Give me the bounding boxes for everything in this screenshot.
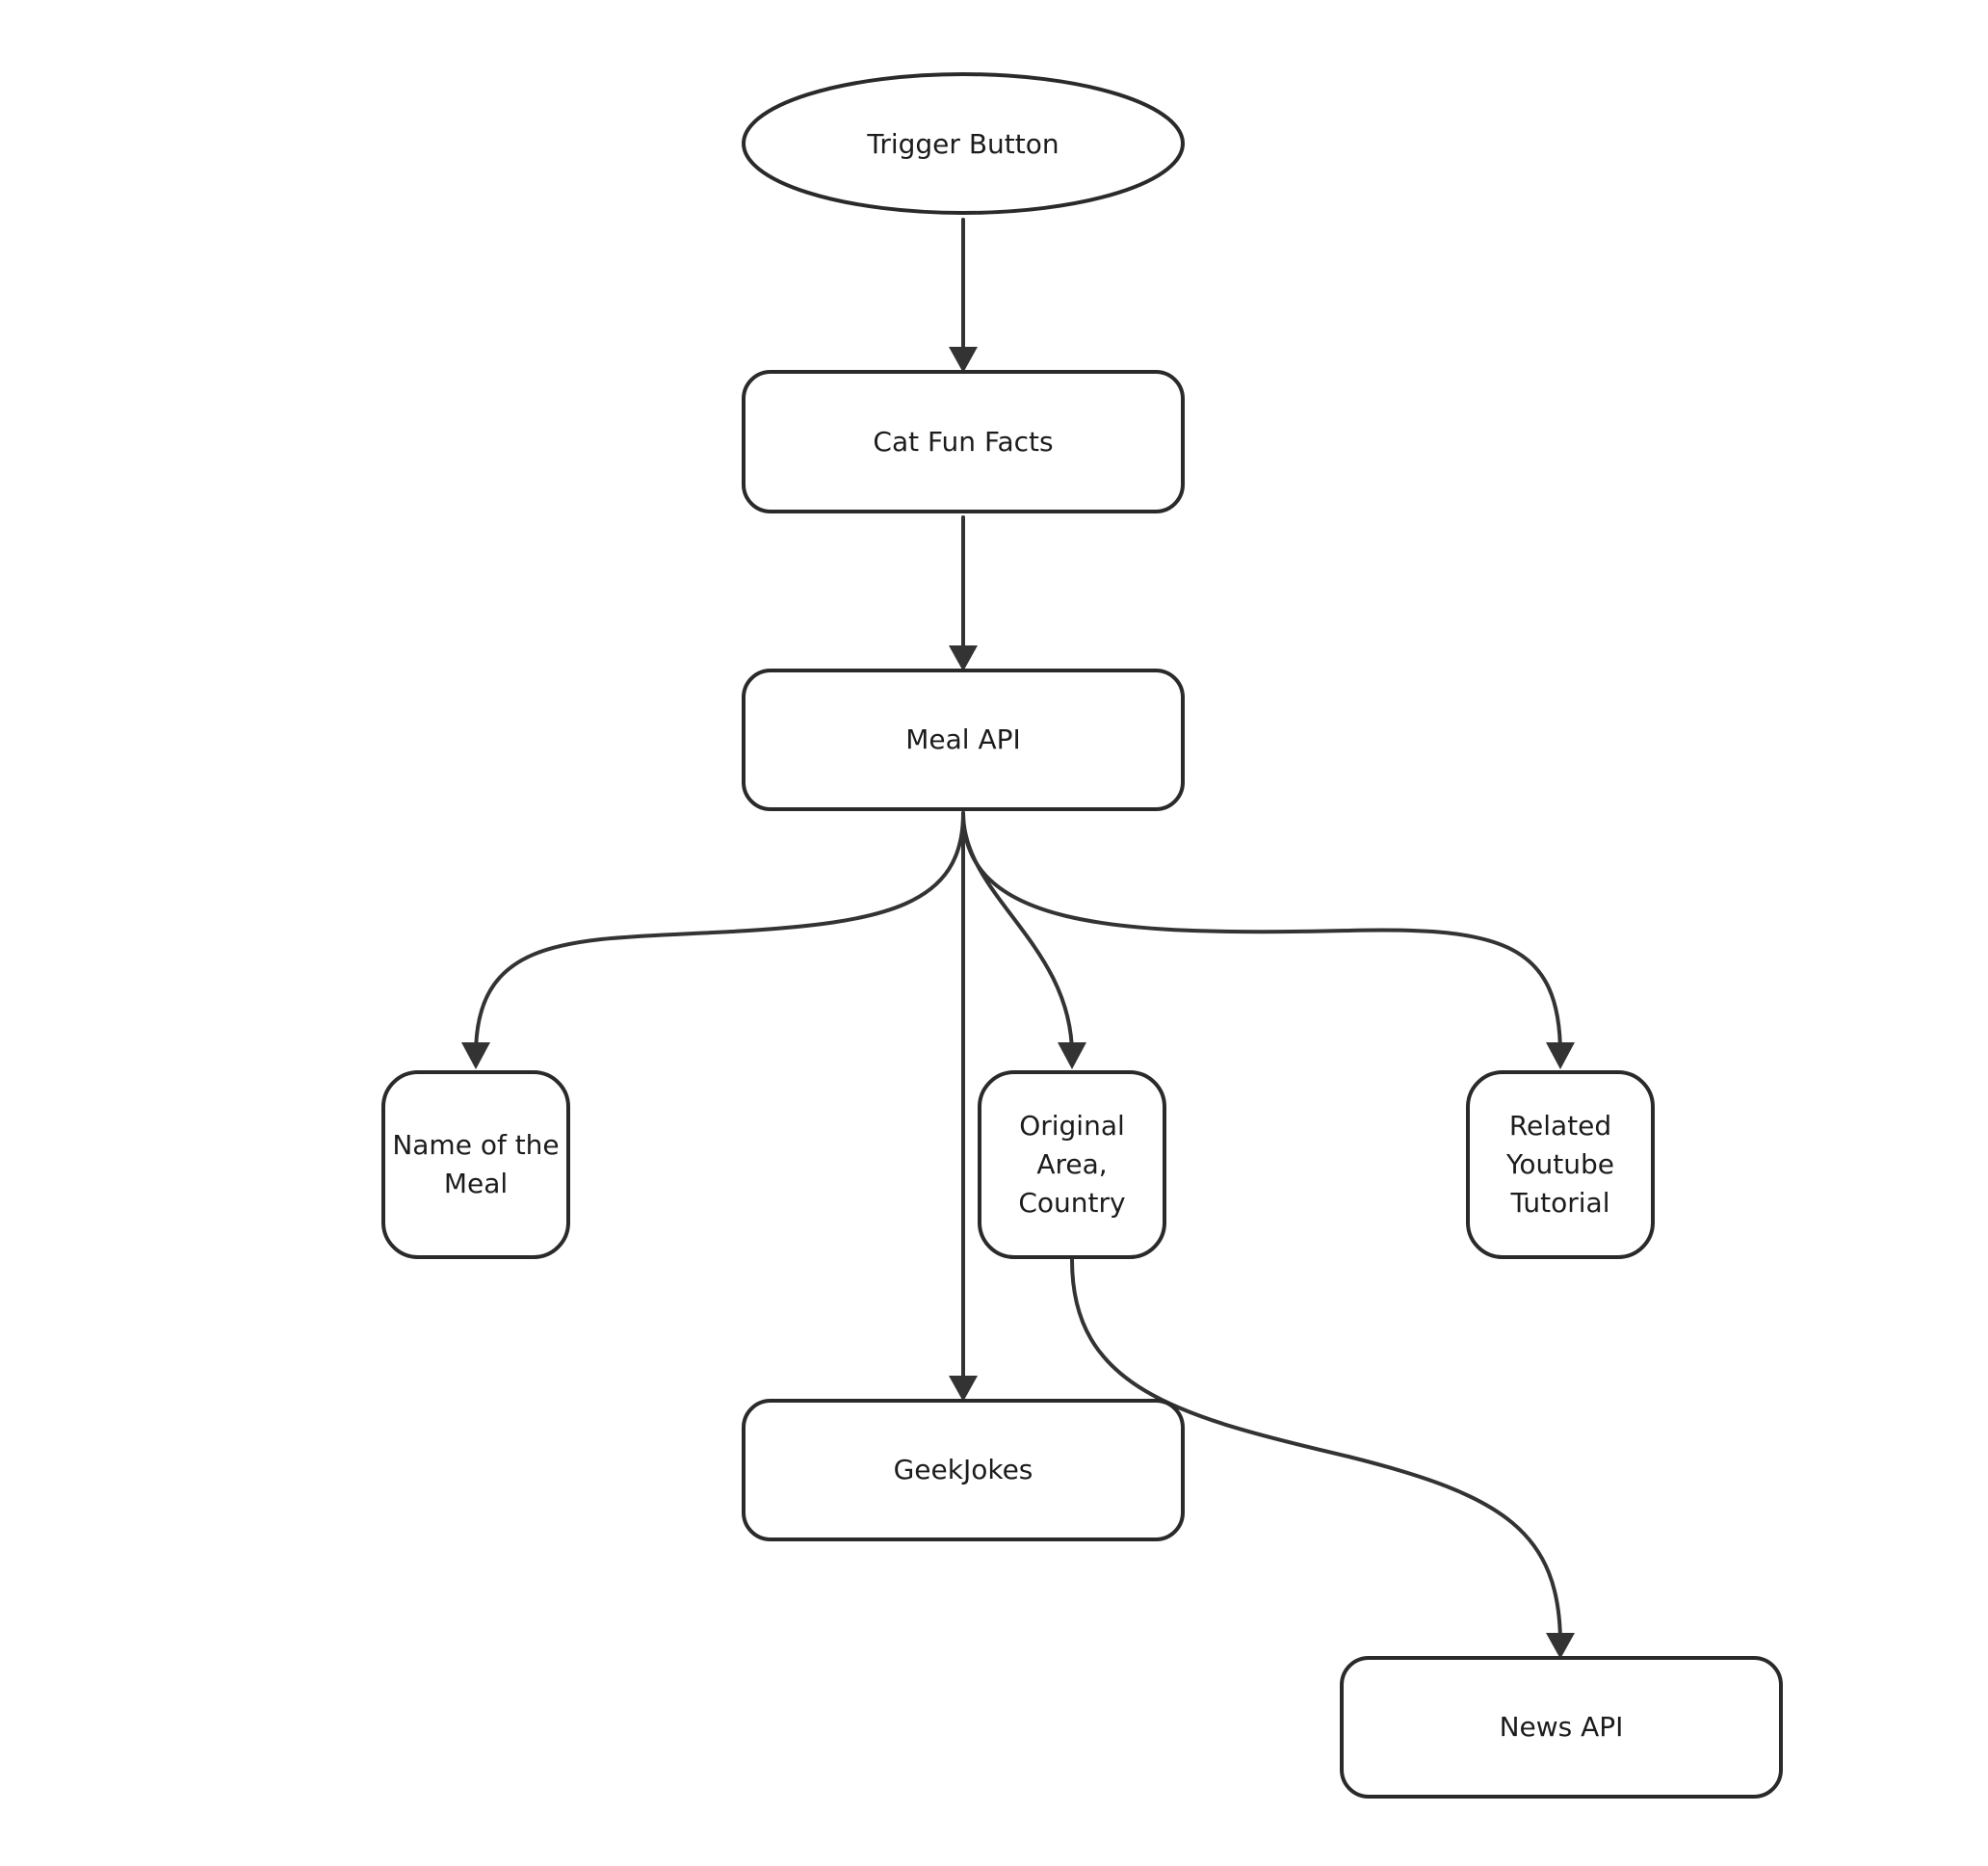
geekjokes-box [742,1399,1185,1541]
youtube-label-line-2: Youtube [1505,1148,1614,1180]
edge-origin-area-to-news-api [1070,1258,1562,1646]
original-area-label-line-3: Country [1018,1187,1125,1219]
node-related-youtube-tutorial: Related Youtube Tutorial [1466,1070,1655,1259]
meal-api-label: Meal API [905,723,1021,755]
youtube-label-line-3: Tutorial [1510,1187,1610,1219]
meal-name-box [381,1070,570,1259]
cat-fun-facts-box [742,370,1185,513]
node-news-api: News API [1340,1656,1783,1799]
original-area-label-line-2: Area, [1036,1148,1107,1180]
edges [461,218,1575,1659]
geekjokes-label: GeekJokes [894,1454,1033,1485]
edge-meal-api-to-meal-name [474,811,965,1057]
original-area-box [978,1070,1166,1259]
cat-fun-facts-label: Cat Fun Facts [873,426,1053,458]
node-geekjokes: GeekJokes [742,1399,1185,1541]
arrowhead-news-api [1546,1633,1575,1659]
trigger-button-label: Trigger Button [866,128,1059,160]
node-cat-fun-facts: Cat Fun Facts [742,370,1185,513]
node-meal-name: Name of the Meal [381,1070,570,1259]
news-api-box [1340,1656,1783,1799]
news-api-label: News API [1500,1711,1624,1743]
edge-meal-api-to-origin-area [961,811,1074,1057]
trigger-ellipse [742,72,1185,215]
meal-name-label-line-2: Meal [444,1168,508,1199]
arrowhead-youtube [1546,1042,1575,1069]
arrowhead-meal-api [949,645,978,671]
arrowhead-geekjokes [949,1376,978,1402]
node-trigger-button: Trigger Button [742,72,1185,215]
arrowhead-cat-facts [949,347,978,373]
arrowhead-origin-area [1058,1042,1086,1069]
youtube-box [1466,1070,1655,1259]
youtube-label-line-1: Related [1509,1110,1611,1142]
arrowhead-meal-name [461,1042,490,1069]
meal-name-label-line-1: Name of the [392,1129,559,1161]
original-area-label-line-1: Original [1019,1110,1125,1142]
meal-api-box [742,669,1185,811]
edge-meal-api-to-youtube [961,811,1562,1057]
node-original-area-country: Original Area, Country [978,1070,1166,1259]
node-meal-api: Meal API [742,669,1185,811]
